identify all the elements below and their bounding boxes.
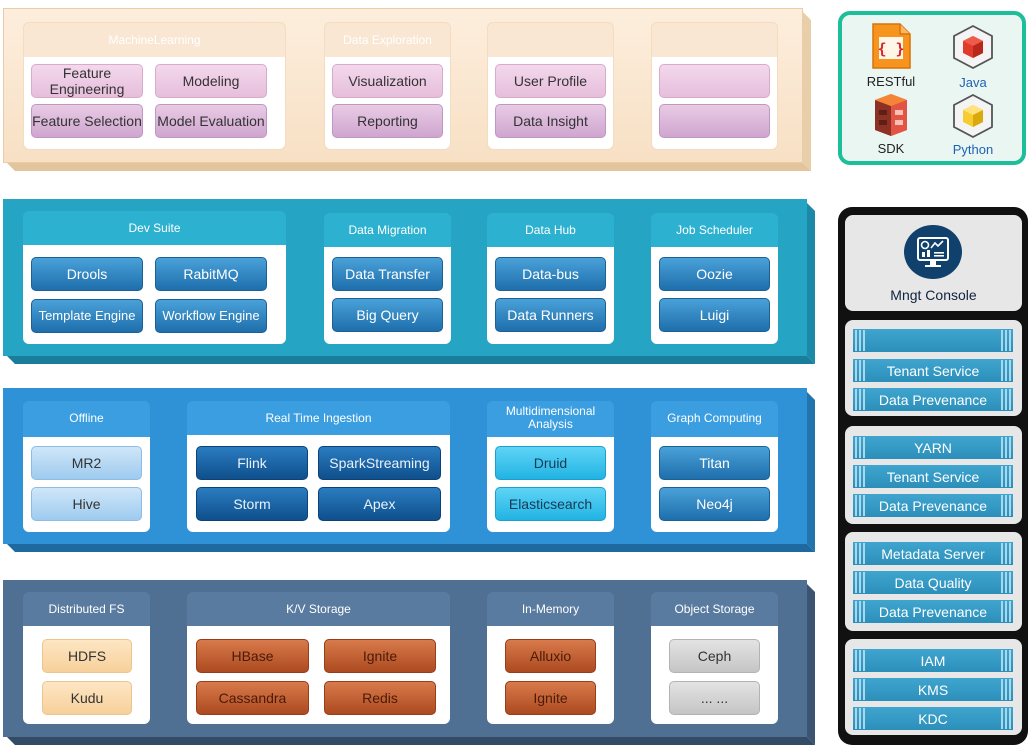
offline-title: Offline bbox=[69, 410, 104, 425]
dashboard-icon bbox=[903, 224, 963, 282]
braces-document-icon: { } bbox=[870, 22, 912, 70]
apps-layer-bottom-face bbox=[7, 163, 811, 171]
compute-layer-bottom-face bbox=[7, 544, 815, 552]
real-time-ingestion-title: Real Time Ingestion bbox=[265, 410, 372, 425]
mgmt-block-2-row-3[interactable]: Data Prevenance bbox=[853, 494, 1013, 517]
mngt-console-label: Mngt Console bbox=[890, 287, 977, 303]
in-memory-title: In-Memory bbox=[521, 601, 580, 616]
graph-computing-title: Graph Computing bbox=[667, 410, 762, 425]
more-storage-button[interactable]: ... ... bbox=[669, 681, 760, 715]
apps-layer-right-face bbox=[803, 12, 811, 171]
rabitmq-button[interactable]: RabitMQ bbox=[155, 257, 267, 291]
services-layer-bottom-face bbox=[7, 356, 815, 364]
mgmt-block-3-row-2[interactable]: Data Quality bbox=[853, 571, 1013, 594]
titan-button[interactable]: Titan bbox=[659, 446, 770, 480]
data-insight-button[interactable]: Data Insight bbox=[495, 104, 606, 138]
flink-button[interactable]: Flink bbox=[196, 446, 308, 480]
data-runners-button[interactable]: Data Runners bbox=[495, 298, 606, 332]
api-box bbox=[838, 11, 1026, 165]
druid-button[interactable]: Druid bbox=[495, 446, 606, 480]
luigi-button[interactable]: Luigi bbox=[659, 298, 770, 332]
mgmt-block-2-row-2[interactable]: Tenant Service bbox=[853, 465, 1013, 488]
machine-learning-title: MachineLearning bbox=[108, 32, 201, 47]
mgmt-block-1-row-1[interactable] bbox=[853, 329, 1013, 352]
services-layer-right-face bbox=[807, 203, 815, 364]
mgmt-block-3-row-3[interactable]: Data Prevenance bbox=[853, 600, 1013, 623]
kv-storage-title: K/V Storage bbox=[286, 601, 351, 616]
data-migration-title: Data Migration bbox=[348, 222, 427, 237]
mgmt-block-1-row-3[interactable]: Data Prevenance bbox=[853, 388, 1013, 411]
python-cube-icon bbox=[952, 93, 994, 139]
empty-app-title bbox=[652, 23, 777, 57]
python-label: Python bbox=[952, 142, 994, 157]
redis-button[interactable]: Redis bbox=[324, 681, 436, 715]
template-engine-button[interactable]: Template Engine bbox=[31, 299, 143, 333]
dev-suite-title: Dev Suite bbox=[128, 220, 181, 235]
modeling-button[interactable]: Modeling bbox=[155, 64, 267, 98]
oozie-button[interactable]: Oozie bbox=[659, 257, 770, 291]
data-exploration-title: Data Exploration bbox=[343, 32, 432, 47]
mgmt-block-2-row-1[interactable]: YARN bbox=[853, 436, 1013, 459]
svg-text:{ }: { } bbox=[877, 40, 904, 58]
hbase-button[interactable]: HBase bbox=[196, 639, 309, 673]
apex-button[interactable]: Apex bbox=[318, 487, 441, 521]
user-insight-title bbox=[488, 23, 613, 57]
big-query-button[interactable]: Big Query bbox=[332, 298, 443, 332]
mgmt-block-4-row-3[interactable]: KDC bbox=[853, 707, 1013, 730]
sdk-bucket-icon bbox=[870, 92, 912, 138]
job-scheduler-title: Job Scheduler bbox=[676, 222, 753, 237]
mgmt-block-1-row-2[interactable]: Tenant Service bbox=[853, 359, 1013, 382]
storage-layer-bottom-face bbox=[7, 737, 815, 745]
mgmt-block-3-row-1[interactable]: Metadata Server bbox=[853, 542, 1013, 565]
mgmt-block-4-row-2[interactable]: KMS bbox=[853, 678, 1013, 701]
compute-layer-right-face bbox=[807, 392, 815, 552]
model-evaluation-button[interactable]: Model Evaluation bbox=[155, 104, 267, 138]
data-hub-title: Data Hub bbox=[525, 222, 576, 237]
user-profile-button[interactable]: User Profile bbox=[495, 64, 606, 98]
reporting-button[interactable]: Reporting bbox=[332, 104, 443, 138]
distributed-fs-title: Distributed FS bbox=[48, 601, 125, 616]
ceph-button[interactable]: Ceph bbox=[669, 639, 760, 673]
object-storage-title: Object Storage bbox=[674, 601, 755, 616]
cassandra-button[interactable]: Cassandra bbox=[196, 681, 309, 715]
ignite-memory-button[interactable]: Ignite bbox=[505, 681, 596, 715]
feature-selection-button[interactable]: Feature Selection bbox=[31, 104, 143, 138]
restful-label: RESTful bbox=[866, 74, 916, 89]
feature-engineering-button[interactable]: Feature Engineering bbox=[31, 64, 143, 98]
hive-button[interactable]: Hive bbox=[31, 487, 142, 521]
hdfs-button[interactable]: HDFS bbox=[42, 639, 132, 673]
storm-button[interactable]: Storm bbox=[196, 487, 308, 521]
drools-button[interactable]: Drools bbox=[31, 257, 143, 291]
storage-layer-right-face bbox=[807, 584, 815, 745]
empty-app-button-2[interactable] bbox=[659, 104, 770, 138]
visualization-button[interactable]: Visualization bbox=[332, 64, 443, 98]
sdk-label: SDK bbox=[877, 141, 905, 156]
workflow-engine-button[interactable]: Workflow Engine bbox=[155, 299, 267, 333]
empty-app-button-1[interactable] bbox=[659, 64, 770, 98]
alluxio-button[interactable]: Alluxio bbox=[505, 639, 596, 673]
sparkstreaming-button[interactable]: SparkStreaming bbox=[318, 446, 441, 480]
mr2-button[interactable]: MR2 bbox=[31, 446, 142, 480]
java-cube-icon bbox=[952, 24, 994, 70]
neo4j-button[interactable]: Neo4j bbox=[659, 487, 770, 521]
data-bus-button[interactable]: Data-bus bbox=[495, 257, 606, 291]
kudu-button[interactable]: Kudu bbox=[42, 681, 132, 715]
multidimensional-analysis-title: Multidimensional Analysis bbox=[505, 404, 596, 431]
elasticsearch-button[interactable]: Elasticsearch bbox=[495, 487, 606, 521]
java-label: Java bbox=[959, 75, 987, 90]
data-transfer-button[interactable]: Data Transfer bbox=[332, 257, 443, 291]
ignite-kv-button[interactable]: Ignite bbox=[324, 639, 436, 673]
mgmt-block-4-row-1[interactable]: IAM bbox=[853, 649, 1013, 672]
